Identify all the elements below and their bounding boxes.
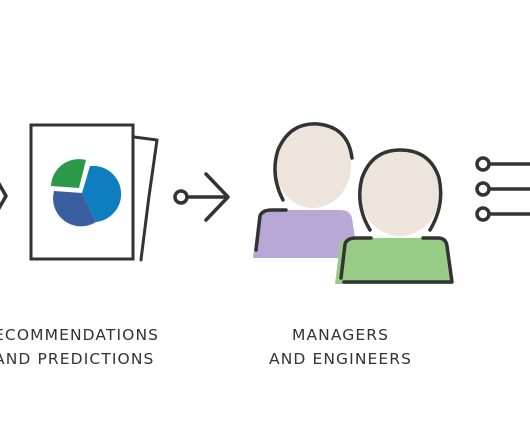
people-caption-line2: AND ENGINEERS — [269, 350, 413, 368]
report-document-icon — [29, 123, 159, 262]
output-node-3 — [475, 206, 491, 222]
output-node-1 — [475, 156, 491, 172]
manager-head-outline — [273, 122, 354, 202]
pie-chart-icon — [51, 159, 122, 227]
manager-shirt-outline — [254, 208, 288, 252]
people-icon — [253, 122, 454, 284]
people-caption: MANAGERS AND ENGINEERS — [269, 323, 412, 371]
people-caption-line1: MANAGERS — [292, 326, 390, 344]
recommendations-caption-line2: AND PREDICTIONS — [0, 350, 155, 368]
connector-arrow-icon — [173, 172, 230, 222]
arrow-right-icon — [0, 181, 8, 211]
manager-figure — [253, 122, 358, 258]
manager-shirt — [253, 210, 358, 258]
pie-slice-blue — [82, 165, 122, 222]
connector-arrowhead — [204, 172, 230, 222]
pie-slice-navy — [53, 191, 96, 227]
pie-slice-green — [51, 159, 86, 188]
output-lines-icon — [475, 156, 530, 222]
recommendations-caption: ECOMMENDATIONS AND PREDICTIONS — [0, 323, 159, 371]
output-node-2 — [475, 181, 491, 197]
engineer-shirt — [335, 238, 452, 284]
engineer-figure — [335, 148, 454, 284]
document-back-page — [132, 135, 159, 262]
connector-start-circle — [173, 189, 189, 205]
manager-head — [275, 124, 351, 208]
recommendations-caption-line1: ECOMMENDATIONS — [0, 326, 160, 344]
engineer-head — [360, 148, 440, 236]
engineer-shirt-outline — [339, 236, 454, 284]
engineer-head-outline — [358, 148, 443, 232]
